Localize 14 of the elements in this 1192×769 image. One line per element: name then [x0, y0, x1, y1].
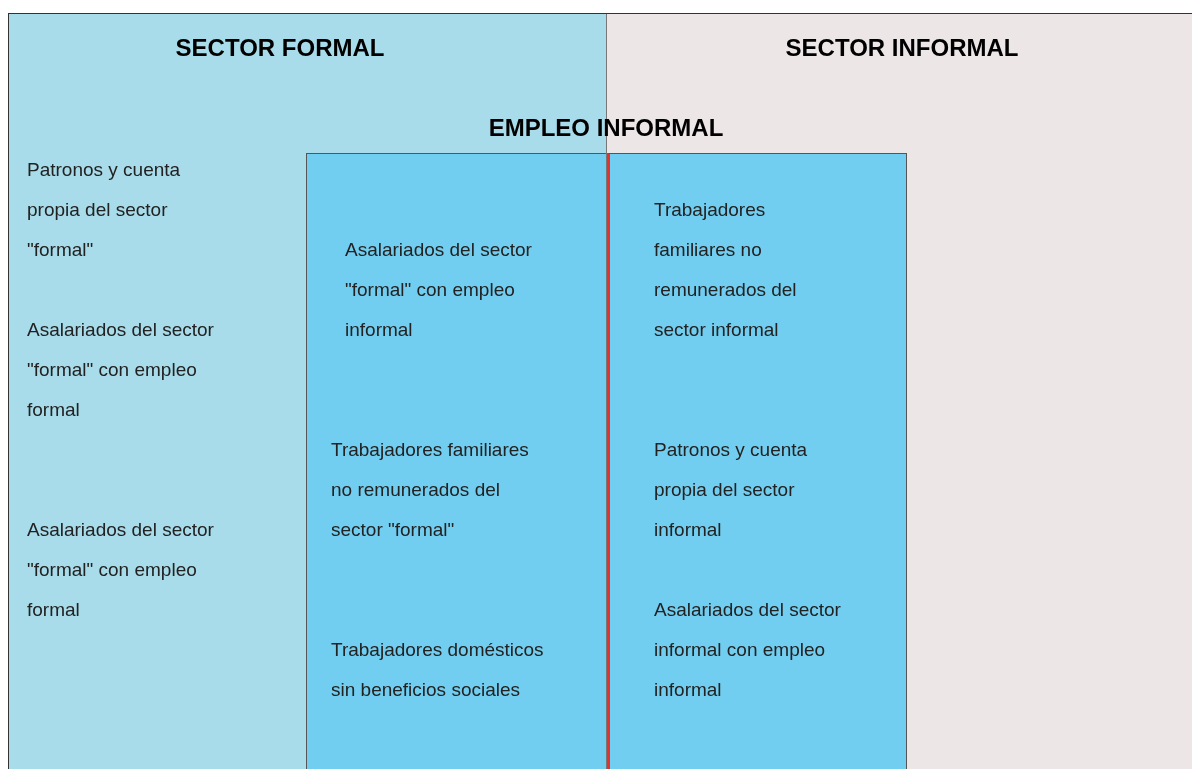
- category-text: Trabajadores familiares no remunerados del sector informal: [654, 198, 798, 342]
- sector-heading: SECTOR INFORMAL: [785, 34, 1019, 62]
- category-text: Asalariados del sector "formal" con empleo informal: [345, 238, 533, 342]
- category-text: Trabajadores familiares no remunerados del sector "formal": [331, 438, 530, 542]
- category-text: Asalariados del sector "formal" con empleo formal: [27, 518, 215, 622]
- category-text: Asalariados del sector informal con empleo informal: [654, 598, 842, 702]
- category-text: Asalariados del sector "formal" con empleo formal: [27, 318, 215, 422]
- employment-box: [607, 153, 907, 769]
- category-text: Patronos y cuenta propia del sector informal: [654, 438, 809, 542]
- category-text: Trabajadores domésticos sin beneficios sociales: [331, 638, 545, 702]
- sector-heading: SECTOR FORMAL: [175, 34, 385, 62]
- box-heading: EMPLEO INFORMAL: [488, 114, 724, 142]
- employment-box: [306, 153, 606, 769]
- category-text: Patronos y cuenta propia del sector "formal": [27, 158, 182, 262]
